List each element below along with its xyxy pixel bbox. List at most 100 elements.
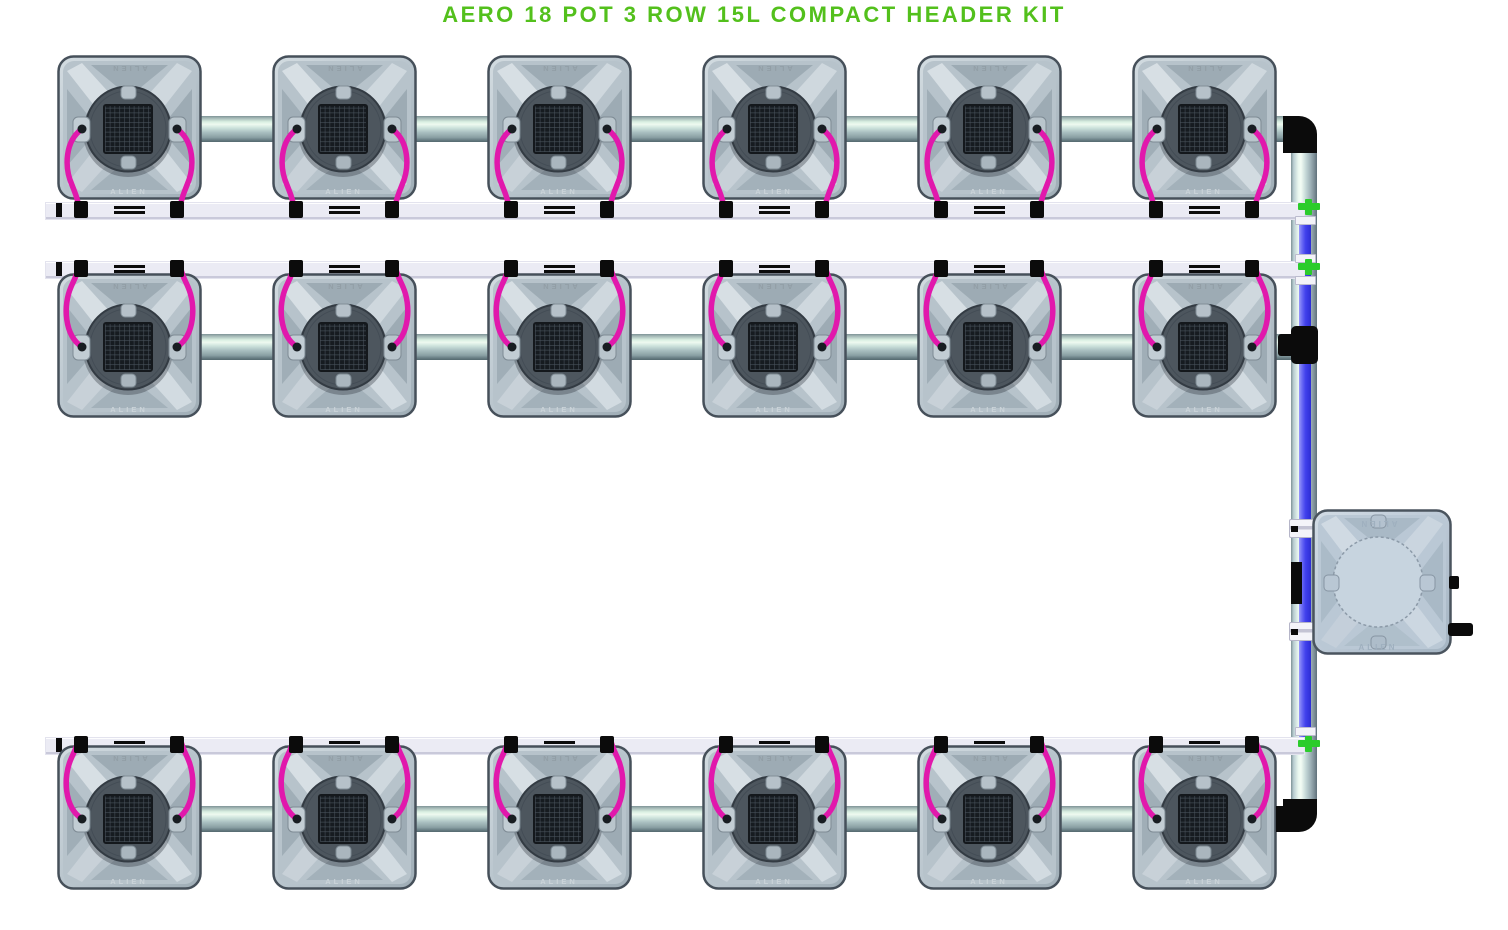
lid-latch-bottom: [550, 845, 567, 860]
lid-recess-north: [951, 283, 1028, 315]
lid-latch-top: [765, 775, 782, 790]
lid-ridge: [792, 281, 837, 326]
irrigation-pipe-segment: [629, 116, 704, 142]
tube-port-hole-left: [1152, 342, 1162, 352]
irrigation-pipe-segment: [199, 334, 274, 360]
lid-recess-south: [521, 376, 598, 408]
tube-clip: [719, 736, 733, 753]
net-cup-mesh: [963, 794, 1013, 844]
rail-marker: [1189, 741, 1220, 744]
lid-recess-south: [1166, 158, 1243, 190]
pot-brand-label-top: ALIEN: [325, 282, 363, 291]
grow-pot-row1-col6: ALIEN ALIEN: [1132, 55, 1277, 209]
net-cup-mesh: [318, 104, 368, 154]
tube-clip: [289, 736, 303, 753]
pot-brand-label-top: ALIEN: [110, 64, 148, 73]
drain-rail-end-cap: [56, 203, 62, 217]
lid-recess-north: [521, 755, 598, 787]
tube-clip: [385, 260, 399, 277]
lid-latch-top: [120, 303, 137, 318]
lid-recess-south: [1166, 848, 1243, 880]
lid-recess-south: [736, 848, 813, 880]
page-title: AERO 18 POT 3 ROW 15L COMPACT HEADER KIT: [442, 2, 1066, 27]
lid-recess-south: [951, 848, 1028, 880]
tube-clip: [815, 736, 829, 753]
tube-port-hole-right: [1247, 124, 1257, 134]
rail-connector-green: [1298, 740, 1320, 747]
lid-latch-bottom: [980, 155, 997, 170]
lid-recess-south: [91, 848, 168, 880]
irrigation-pipe-segment: [629, 806, 704, 832]
drain-tube-left: [494, 126, 515, 209]
net-cup-mesh: [103, 322, 153, 372]
lid-recess-north: [736, 283, 813, 315]
elbow-fitting-bottom-arm: [1276, 806, 1286, 832]
lid-latch-bottom: [765, 155, 782, 170]
pump-lid-circle: [1332, 536, 1424, 628]
rail-connector-green: [1298, 263, 1320, 270]
tube-port-hole-right: [602, 124, 612, 134]
lid-ridge: [147, 753, 192, 798]
lid-recess-north: [951, 755, 1028, 787]
tube-clip: [74, 201, 88, 218]
net-cup-mesh: [1178, 794, 1228, 844]
pot-brand-label-bottom: ALIEN: [540, 405, 578, 414]
lid-latch-top: [335, 303, 352, 318]
lid-recess-south: [521, 158, 598, 190]
rail-marker: [544, 265, 575, 268]
tube-port-hole-right: [1247, 814, 1257, 824]
lid-ridge: [147, 281, 192, 326]
tube-port-hole-right: [1247, 342, 1257, 352]
lid-ridge: [792, 753, 837, 798]
tube-port-hole-right: [172, 342, 182, 352]
net-cup-mesh: [318, 322, 368, 372]
rail-marker: [329, 211, 360, 214]
pot-brand-label-top: ALIEN: [755, 754, 793, 763]
pump-clamp-nub: [1291, 629, 1298, 635]
rail-marker: [759, 265, 790, 268]
tube-clip: [504, 736, 518, 753]
grow-pot-row3-col1: ALIEN ALIEN: [57, 738, 202, 890]
drain-tube-left: [709, 126, 730, 209]
pot-brand-label-top: ALIEN: [970, 754, 1008, 763]
tube-port-hole-left: [937, 124, 947, 134]
tube-clip: [1030, 736, 1044, 753]
lid-latch-bottom: [335, 155, 352, 170]
grow-pot-row3-col5: ALIEN ALIEN: [917, 738, 1062, 890]
irrigation-pipe-segment: [1059, 334, 1134, 360]
drain-tube-left: [924, 126, 945, 209]
irrigation-pipe-segment: [629, 334, 704, 360]
drain-tube-right: [389, 126, 410, 209]
lid-latch-bottom: [550, 155, 567, 170]
lid-latch-top: [335, 775, 352, 790]
grow-pot-row1-col5: ALIEN ALIEN: [917, 55, 1062, 209]
pot-brand-label-bottom: ALIEN: [970, 187, 1008, 196]
drain-tube-right: [174, 126, 195, 209]
irrigation-pipe-segment: [199, 806, 274, 832]
lid-latch-bottom: [335, 373, 352, 388]
grow-pot-row3-col4: ALIEN ALIEN: [702, 738, 847, 890]
pump-ridge: [1399, 516, 1443, 561]
net-cup-mesh: [963, 322, 1013, 372]
tee-fitting-row-2: [1291, 326, 1318, 364]
pot-brand-label-bottom: ALIEN: [325, 405, 363, 414]
lid-recess-north: [521, 283, 598, 315]
rail-marker: [974, 206, 1005, 209]
lid-latch-top: [1195, 775, 1212, 790]
irrigation-pipe-segment: [844, 116, 919, 142]
lid-latch-top: [980, 303, 997, 318]
pot-brand-label-bottom: ALIEN: [1185, 405, 1223, 414]
tube-clip: [74, 260, 88, 277]
irrigation-pipe-segment: [199, 116, 274, 142]
irrigation-pipe-segment: [414, 806, 489, 832]
pump-outlet-spout: [1448, 623, 1473, 636]
tube-port-hole-right: [172, 124, 182, 134]
grow-pot-row1-col4: ALIEN ALIEN: [702, 55, 847, 209]
pot-brand-label-top: ALIEN: [325, 64, 363, 73]
lid-recess-south: [736, 158, 813, 190]
lid-recess-north: [91, 755, 168, 787]
lid-recess-south: [306, 376, 383, 408]
pot-brand-label-top: ALIEN: [755, 64, 793, 73]
lid-latch-bottom: [765, 373, 782, 388]
tube-clip: [289, 201, 303, 218]
